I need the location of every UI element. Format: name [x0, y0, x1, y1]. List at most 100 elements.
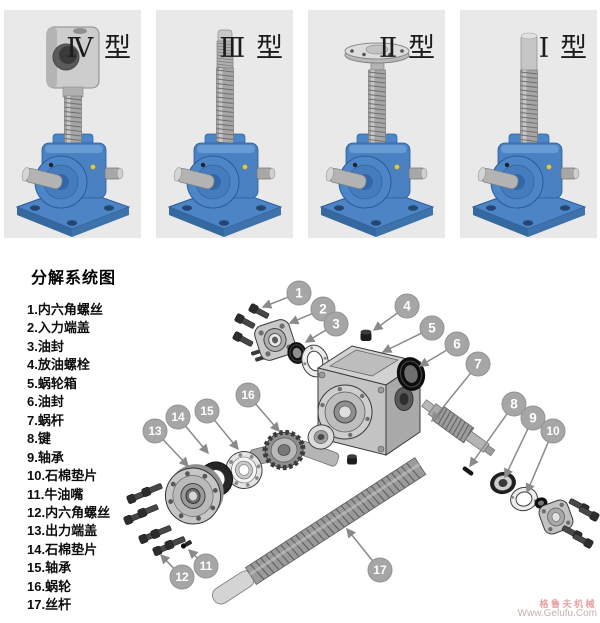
leader-line [525, 441, 549, 494]
callout-circle [193, 553, 219, 579]
callout-6: 6 [418, 331, 470, 367]
callout-number: 12 [175, 570, 189, 584]
worm-shaft-icon [421, 399, 496, 457]
callout-16: 16 [235, 382, 280, 433]
callout-circle [419, 315, 445, 341]
lifting-screw-icon [212, 457, 427, 605]
leader-line [159, 553, 175, 569]
callout-3: 3 [304, 311, 349, 343]
callout-number: 8 [510, 397, 518, 412]
callout-circle [540, 418, 566, 444]
parts-list-item: 10.石棉垫片 [27, 468, 98, 484]
parts-list-item: 7.蜗杆 [27, 412, 64, 428]
leader-line [261, 296, 289, 309]
parts-list-item: 3.油封 [27, 338, 64, 354]
callout-circle [367, 557, 393, 583]
callout-8: 8 [469, 391, 527, 468]
gearbox-body [173, 142, 276, 209]
callout-number: 6 [453, 337, 461, 352]
jack-photo-type2 [319, 42, 435, 237]
worm-wheel-icon [249, 429, 306, 471]
callout-13: 13 [142, 418, 190, 468]
type-label: Ⅲ 型 [219, 33, 285, 63]
leader-line [431, 372, 472, 423]
callout-15: 15 [194, 398, 239, 451]
parts-list-item: 8.键 [27, 431, 51, 447]
callout-circle [323, 311, 349, 337]
callout-7: 7 [431, 351, 491, 423]
callout-circle [194, 398, 220, 424]
gearbox-body [21, 142, 124, 209]
callout-circle [169, 564, 195, 590]
callout-circle [501, 391, 527, 417]
callout-number: 4 [403, 299, 411, 314]
section-title: 分解系统图 [31, 270, 117, 287]
callout-circle [235, 382, 261, 408]
bottom-plug-icon [347, 454, 357, 465]
bearing-output-icon [225, 451, 263, 489]
callout-circle [286, 280, 312, 306]
callout-number: 10 [546, 424, 560, 438]
callout-circle [465, 351, 491, 377]
leader-line [185, 425, 209, 455]
type-label: Ⅱ 型 [378, 33, 437, 63]
leader-line [162, 439, 190, 468]
callout-circle [165, 404, 191, 430]
parts-list-item: 2.入力端盖 [27, 320, 90, 336]
jack-photo-type3 [167, 29, 283, 237]
callout-14: 14 [165, 404, 209, 455]
parts-list-item: 17.丝杆 [27, 597, 72, 613]
lift-screw [64, 95, 82, 147]
callout-9: 9 [504, 405, 546, 479]
callout-number: 5 [428, 321, 436, 336]
watermark-brand: 格鲁夫机械 [539, 599, 597, 609]
parts-list-item: 15.轴承 [27, 560, 72, 576]
leader-line [288, 312, 313, 325]
leader-line [304, 329, 327, 343]
callout-circle [394, 293, 420, 319]
lift-screw [216, 67, 234, 147]
oil-drain-plug-icon [360, 329, 372, 341]
type-label: Ⅰ 型 [538, 33, 589, 63]
photo-panel-type1: Ⅰ 型 [460, 10, 597, 238]
input-gasket-icon [301, 344, 329, 378]
clevis-top [46, 26, 100, 98]
parts-list-item: 12.内六角螺丝 [27, 504, 111, 520]
key-icon [462, 466, 474, 476]
parts-list-item: 9.轴承 [27, 449, 64, 465]
gearbox-housing-icon [316, 345, 422, 456]
callout-number: 13 [148, 424, 162, 438]
callout-number: 17 [373, 563, 387, 577]
callout-number: 15 [200, 404, 214, 418]
watermark-url: Www.Gelufu.Com [517, 608, 597, 619]
callout-1: 1 [261, 280, 312, 309]
watermark: 格鲁夫机械 Www.Gelufu.Com [518, 599, 597, 619]
callout-5: 5 [381, 315, 445, 353]
callout-circle [444, 331, 470, 357]
leader-line [418, 349, 448, 367]
jack-photo-type4 [15, 26, 131, 237]
leader-line [469, 413, 508, 468]
callout-number: 2 [319, 302, 327, 317]
grease-nipple-icon [180, 539, 193, 549]
lift-screw [368, 69, 386, 147]
photo-panel-type4: Ⅳ 型 [4, 10, 141, 238]
leader-line [381, 332, 422, 353]
leader-line [214, 419, 239, 451]
output-end-cover-icon [164, 464, 224, 525]
callout-number: 11 [200, 559, 213, 573]
gearbox-body [325, 142, 428, 209]
type-label: Ⅳ 型 [66, 33, 133, 63]
callout-circle [142, 418, 168, 444]
callout-number: 3 [332, 317, 340, 332]
callout-11: 11 [187, 548, 219, 579]
callout-number: 7 [474, 357, 482, 372]
callout-17: 17 [346, 527, 393, 583]
bearing-inner-icon [307, 424, 335, 450]
plain-top [520, 32, 538, 72]
lift-screw [520, 69, 538, 147]
